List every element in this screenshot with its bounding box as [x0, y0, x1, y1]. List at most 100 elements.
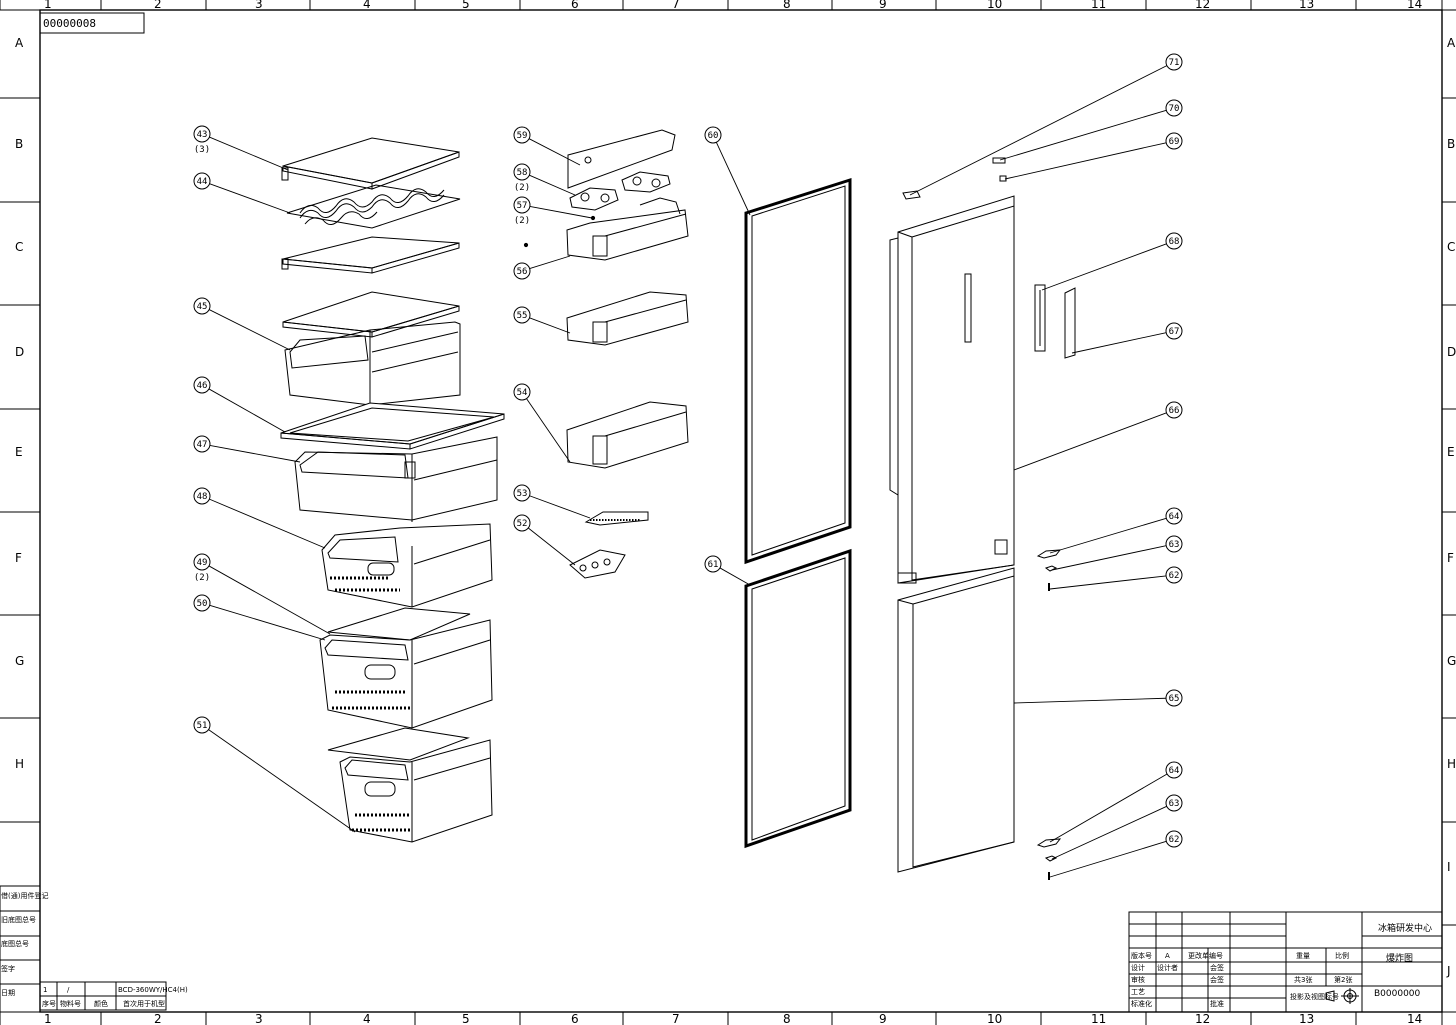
leader-line: [209, 445, 301, 463]
callout-49: 49(2): [193, 553, 331, 635]
column-marker-bottom: 3: [255, 1012, 263, 1025]
callout-circle: [1165, 322, 1183, 340]
callout-circle: [1165, 535, 1183, 553]
standard: 标准化: [1131, 999, 1152, 1008]
process: 工艺: [1131, 988, 1145, 996]
leader-line: [208, 565, 331, 635]
callout-number: 60: [708, 131, 719, 141]
side-label-2: 底图总号: [1, 939, 29, 948]
approve: 批准: [1210, 999, 1224, 1008]
callout-number: 56: [517, 267, 528, 277]
callout-number: 50: [197, 599, 208, 609]
projection: 投影及视图标号: [1290, 992, 1339, 1001]
company-name: 冰箱研发中心: [1378, 922, 1432, 934]
hinge-set-lower: [1036, 838, 1062, 880]
leader-line: [209, 183, 291, 214]
callout-number: 62: [1169, 835, 1180, 845]
drawing-code-box: 00000008: [39, 12, 145, 34]
callout-circle: [1165, 830, 1183, 848]
callout-number: 59: [517, 131, 528, 141]
leader-line: [1071, 332, 1167, 354]
projection-symbol-icon: [1325, 988, 1359, 1004]
callout-number: 64: [1169, 766, 1180, 776]
side-label-3: 签字: [1, 964, 15, 973]
callout-number: 58: [517, 168, 528, 178]
callout-54: 54: [513, 383, 571, 463]
callout-56: 56: [513, 255, 571, 280]
callout-64: 64: [1049, 507, 1183, 554]
leader-line: [526, 398, 571, 463]
callout-number: 63: [1169, 540, 1180, 550]
leader-line: [528, 138, 581, 166]
drawer-51-illustration: [339, 739, 493, 843]
shelf-45-illustration: [282, 291, 460, 338]
parts-geometry: [280, 129, 1076, 880]
hinge-set-upper: [1036, 549, 1062, 591]
crisper-drawer-45-illustration: [284, 321, 461, 406]
column-marker-bottom: 12: [1195, 1012, 1210, 1025]
callout-circle: [513, 383, 531, 401]
column-marker-top: 8: [783, 0, 791, 11]
leader-line: [1004, 142, 1167, 180]
mat-r2c3: 颜色: [94, 999, 108, 1008]
row-marker-left: A: [15, 36, 24, 50]
leader-line: [1049, 575, 1167, 590]
callout-circle: [193, 553, 211, 571]
callout-circle: [193, 376, 211, 394]
callout-circle: [513, 163, 531, 181]
row-marker-left: E: [15, 445, 23, 459]
callout-70: 70: [999, 99, 1183, 161]
callout-circle: [1165, 232, 1183, 250]
callout-circle: [1165, 794, 1183, 812]
egg-tray-58-illustration: [569, 171, 671, 211]
ice-tray-52-illustration: [569, 549, 626, 579]
callout-number: 67: [1169, 327, 1180, 337]
row-marker-right: G: [1447, 654, 1456, 668]
cover-59-illustration: [567, 129, 676, 189]
drawing-name: 爆炸图: [1386, 952, 1413, 964]
weight: 重量: [1296, 952, 1310, 960]
callout-quantity: (2): [514, 183, 530, 193]
title-block-grid: [1128, 911, 1443, 1013]
change-no: 更改单编号: [1188, 951, 1223, 960]
callout-circle: [1165, 53, 1183, 71]
handle-68-illustration: [1034, 284, 1046, 352]
callout-number: 61: [708, 560, 719, 570]
column-marker-bottom: 10: [987, 1012, 1002, 1025]
row-marker-left: F: [15, 551, 22, 565]
cover-51-illustration: [327, 727, 470, 761]
shelf-46-illustration: [280, 402, 505, 450]
mat-r2c1: 序号: [42, 999, 56, 1008]
callout-61: 61: [704, 555, 751, 586]
column-marker-top: 14: [1407, 0, 1422, 11]
row-marker-right: J: [1446, 964, 1451, 978]
drawing-code-text: 00000008: [43, 17, 96, 30]
callout-quantity: (3): [194, 145, 210, 155]
column-marker-bottom: 1: [44, 1012, 52, 1025]
callout-circle: [193, 125, 211, 143]
total-sheets: 共3张: [1294, 975, 1312, 984]
callout-number: 64: [1169, 512, 1180, 522]
row-marker-left: G: [15, 654, 24, 668]
column-marker-bottom: 13: [1299, 1012, 1314, 1025]
row-marker-right: H: [1447, 757, 1456, 771]
mat-r1c1: 1: [43, 986, 47, 994]
column-marker-bottom: 11: [1091, 1012, 1106, 1025]
callout-circle: [1165, 132, 1183, 150]
column-marker-bottom: 5: [462, 1012, 470, 1025]
column-marker-bottom: 8: [783, 1012, 791, 1025]
callout-circle: [513, 484, 531, 502]
callout-number: 70: [1169, 104, 1180, 114]
gasket-61-illustration: [744, 548, 852, 849]
designer: 设计者: [1157, 963, 1178, 972]
drawer-50-illustration: [319, 619, 493, 729]
callout-number: 49: [197, 558, 208, 568]
shelf-c-illustration: [281, 236, 460, 274]
callout-circle: [193, 172, 211, 190]
callout-number: 44: [197, 177, 208, 187]
door-bin-54-illustration: [566, 401, 689, 469]
material-table-text: 1 / BCD-360WY/HC4(H) 序号 物料号 颜色 首次用于机型: [42, 986, 188, 1008]
column-marker-top: 6: [571, 0, 579, 11]
